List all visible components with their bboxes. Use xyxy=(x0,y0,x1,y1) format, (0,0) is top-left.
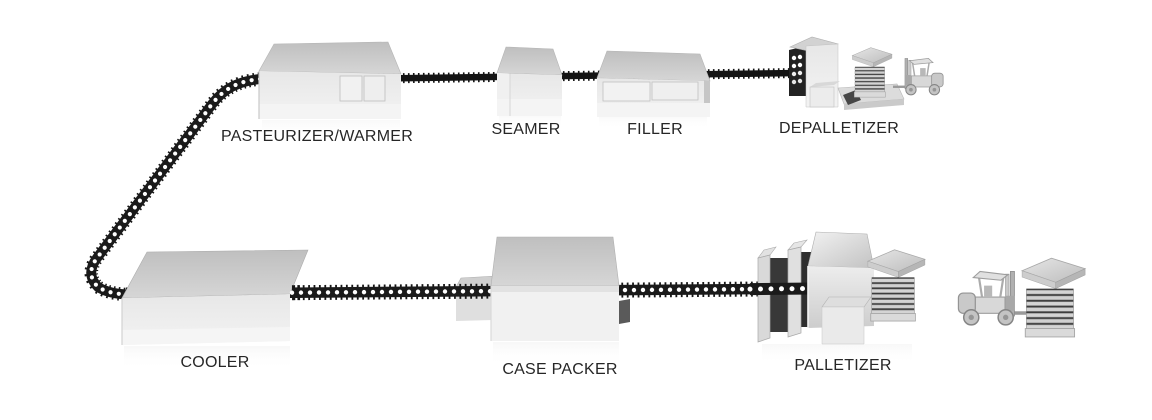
machine-case-packer xyxy=(490,236,630,366)
label-palletizer: PALLETIZER xyxy=(794,357,892,374)
forklift-icon xyxy=(892,57,944,96)
forklift-with-pallets xyxy=(957,257,1086,338)
pallet-stack-icon xyxy=(867,249,926,322)
label-seamer: SEAMER xyxy=(491,121,561,138)
machine-pasteurizer-warmer xyxy=(258,41,402,138)
machine-seamer xyxy=(496,46,563,128)
forklift-icon xyxy=(957,270,1034,326)
label-filler: FILLER xyxy=(627,121,683,138)
label-case-packer: CASE PACKER xyxy=(502,361,618,378)
machine-palletizer xyxy=(747,231,926,364)
label-pasteurizer: PASTEURIZER/WARMER xyxy=(220,128,414,145)
label-cooler: COOLER xyxy=(180,354,250,371)
conveyor-curve xyxy=(84,72,265,302)
pallet-stack-icon xyxy=(1021,257,1086,338)
machine-filler xyxy=(596,50,711,129)
label-depalletizer: DEPALLETIZER xyxy=(778,120,900,137)
machine-cooler xyxy=(121,249,309,370)
machine-depalletizer xyxy=(789,36,944,110)
